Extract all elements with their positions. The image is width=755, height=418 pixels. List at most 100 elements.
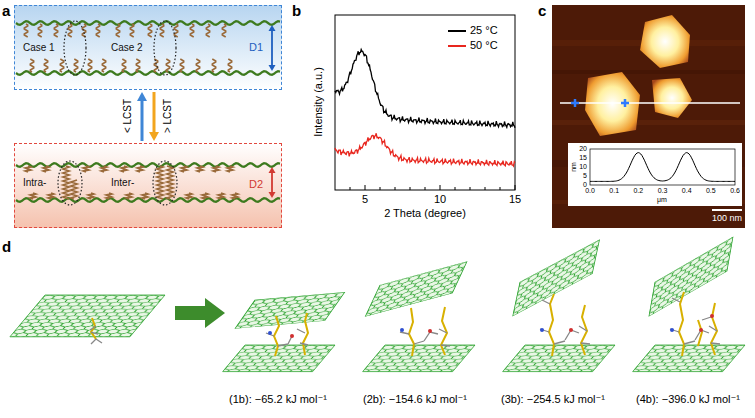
- side-chain: [174, 24, 177, 37]
- collapsed-side-chain: [48, 193, 53, 199]
- dotted-ellipse: [154, 21, 176, 75]
- graphene-models: [223, 345, 335, 372]
- dotted-ellipse: [153, 161, 177, 205]
- intra-association: [63, 166, 69, 199]
- collapsed-side-chain: [137, 166, 142, 172]
- polymer-chains: [16, 21, 280, 205]
- afm-image: [552, 70, 745, 74]
- side-chain: [148, 24, 151, 37]
- arrow-head: [137, 92, 147, 101]
- panel-letter: b: [292, 2, 301, 19]
- side-chain: [222, 24, 225, 37]
- legend-text: 50 °C: [470, 39, 498, 52]
- panel-letter: d: [2, 238, 11, 255]
- graphene-models: [235, 292, 345, 328]
- afm-image: [552, 5, 745, 228]
- side-chain: [122, 59, 125, 72]
- state-panel: Intra-Inter-D2: [14, 143, 282, 228]
- tick-label: 0.6: [730, 187, 740, 195]
- graphene-models: [710, 314, 714, 318]
- collapsed-side-chain: [106, 193, 111, 199]
- panel-letter: c: [538, 2, 546, 19]
- distance-arrow: [269, 192, 276, 198]
- axis-ticks: [350, 187, 351, 190]
- inter-association: [167, 166, 173, 199]
- tick-label: 0.4: [682, 187, 692, 195]
- graphene-models: [266, 329, 308, 346]
- tick-label: 15: [579, 154, 587, 162]
- graphene-models: [569, 328, 573, 332]
- side-chain: [54, 24, 57, 37]
- afm-image: [552, 120, 745, 125]
- axis-ticks: [485, 187, 486, 190]
- side-chain: [30, 59, 33, 72]
- cold-state-ground: [14, 5, 282, 90]
- graphene-models: [10, 237, 745, 372]
- arrow-head: [149, 132, 159, 141]
- collapsed-side-chain: [88, 193, 93, 199]
- side-chain: [228, 59, 231, 72]
- transition-label: > LCST: [162, 99, 174, 133]
- backbone-chain: [16, 163, 280, 167]
- tick-label: 20: [579, 145, 587, 153]
- tick-label: 5: [583, 172, 587, 180]
- side-chain: [88, 59, 91, 72]
- distance-arrow: [269, 167, 276, 173]
- collapsed-side-chain: [218, 193, 223, 199]
- side-chain: [60, 59, 63, 72]
- legend-swatch: [448, 30, 466, 32]
- state-transition-arrow: [137, 92, 147, 141]
- scale-bar-label: 100 nm: [712, 213, 742, 223]
- side-chain: [24, 24, 27, 37]
- side-chain: [196, 59, 199, 72]
- distance-arrow: [271, 30, 273, 66]
- side-chain: [212, 59, 215, 72]
- state-label: Case 2: [111, 42, 143, 54]
- dotted-ellipse: [58, 161, 82, 205]
- axis-ticks: [380, 187, 381, 190]
- afm-image: [560, 102, 740, 104]
- collapsed-side-chain: [101, 166, 106, 172]
- graphene-models: [540, 328, 544, 332]
- graphene-models: [400, 329, 450, 346]
- arrow-shaft: [141, 100, 144, 141]
- state-label: Case 1: [23, 42, 55, 54]
- graphene-models: [540, 300, 590, 344]
- graphene-models: [513, 240, 600, 316]
- intra-association: [71, 180, 77, 199]
- side-chain: [130, 24, 133, 37]
- axis-ticks: [455, 187, 456, 190]
- dotted-ellipse: [64, 21, 86, 75]
- collapsed-side-chain: [197, 166, 202, 172]
- side-chain: [38, 24, 41, 37]
- distance-arrow: [269, 25, 276, 31]
- axis-ticks: [365, 185, 366, 190]
- tick-label: 10: [434, 193, 446, 206]
- collapsed-side-chain: [142, 193, 147, 199]
- graphene-models: [649, 237, 733, 316]
- energy-caption: (2b): −154.6 kJ mol⁻¹: [363, 393, 467, 406]
- collapsed-side-chain: [30, 193, 35, 199]
- axis-ticks: [410, 187, 411, 190]
- side-chain: [44, 59, 47, 72]
- xrd-curve-50: [335, 133, 515, 166]
- graphene-models: [365, 262, 467, 317]
- collapsed-side-chain: [181, 166, 186, 172]
- graphene-models: [274, 313, 308, 356]
- afm-image: [590, 153, 735, 182]
- state-label: Inter-: [111, 177, 134, 189]
- state-transition-arrow: [149, 92, 159, 141]
- tick-label: 0.1: [609, 187, 619, 195]
- graphene-models: [503, 345, 615, 372]
- afm-image: [568, 143, 742, 206]
- side-chain: [190, 24, 193, 37]
- tick-label: 10: [579, 163, 587, 171]
- graphene-models: [549, 294, 587, 356]
- side-chain: [136, 59, 139, 72]
- plot-frame: [335, 15, 515, 190]
- collapsed-side-chain: [83, 166, 88, 172]
- xrd-curve-25: [335, 50, 515, 128]
- tick-label: 0.3: [658, 187, 668, 195]
